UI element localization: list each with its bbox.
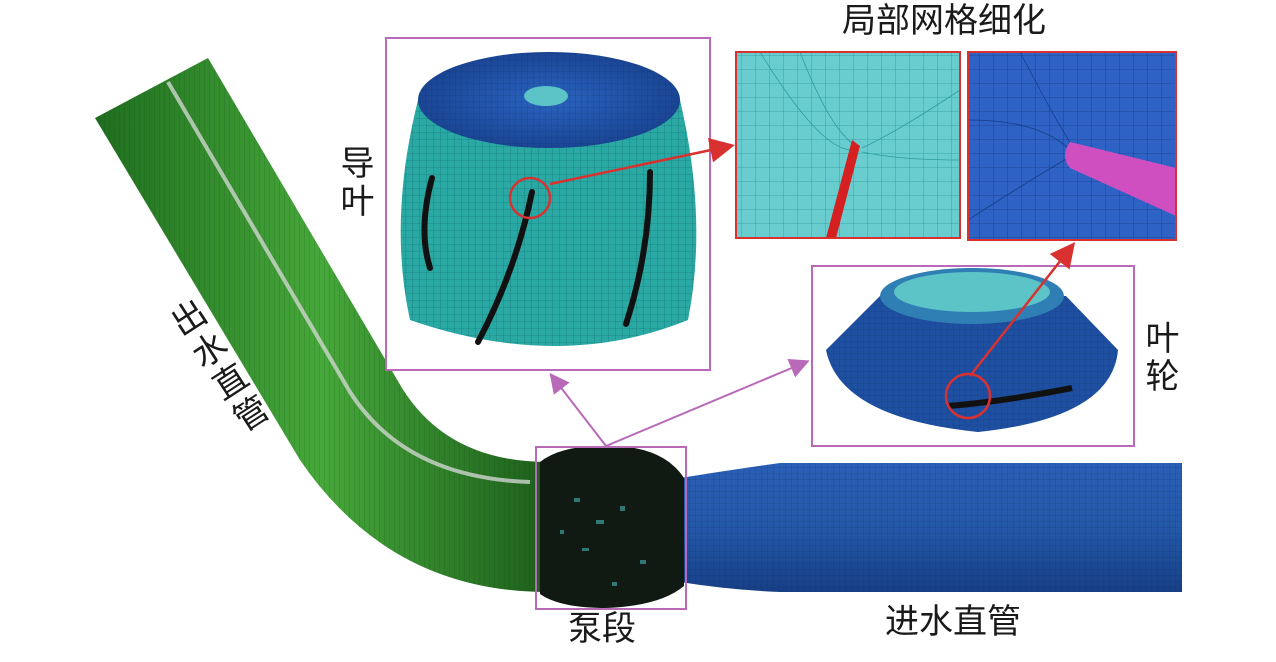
callout-arrows bbox=[549, 137, 1076, 447]
guide-vane-highlight-circle bbox=[508, 176, 552, 220]
pump-section-label: 泵段 bbox=[568, 609, 636, 649]
pump-section-box bbox=[535, 446, 687, 610]
guide-vane-label: 导叶 bbox=[334, 145, 374, 221]
pump-section bbox=[535, 445, 687, 610]
guide-vane-panel bbox=[385, 37, 711, 371]
impeller-label: 叶轮 bbox=[1139, 320, 1179, 396]
inlet-pipe-label: 进水直管 bbox=[885, 602, 1021, 642]
refinement-detail-guide-vane bbox=[735, 51, 961, 239]
refinement-detail-impeller bbox=[967, 51, 1177, 241]
inlet-pipe bbox=[680, 463, 1182, 592]
outlet-pipe bbox=[95, 58, 548, 592]
diagram-title: 局部网格细化 bbox=[842, 1, 1046, 41]
impeller-highlight-circle bbox=[944, 372, 992, 420]
impeller-panel bbox=[811, 265, 1135, 447]
